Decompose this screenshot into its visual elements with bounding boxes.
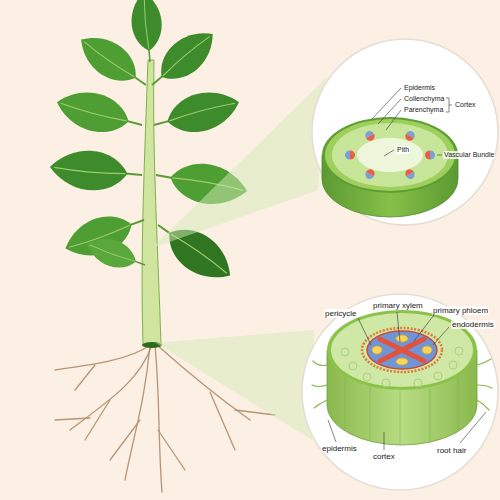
part-label: Pith: [396, 146, 410, 154]
leader-lines: [328, 88, 486, 450]
part-label: pericycle: [324, 309, 358, 318]
root: [85, 400, 110, 440]
root: [55, 418, 90, 420]
leader-line: [358, 318, 371, 345]
zoom-cone: [152, 78, 326, 248]
callout-circle: [312, 39, 498, 225]
part-label: primary xylem: [372, 301, 424, 310]
root: [110, 420, 140, 460]
vascular-bundle: [364, 168, 377, 181]
part-label: Vascular Bundle: [443, 151, 495, 159]
vascular-bundle: [364, 129, 377, 142]
leader-line: [386, 110, 401, 130]
leader-line: [437, 155, 442, 156]
part-label: Epidermis: [403, 84, 436, 92]
leaf: [71, 26, 155, 99]
stem: [142, 60, 161, 345]
bracket: [446, 98, 452, 112]
part-label: cortex: [372, 452, 396, 461]
leaf: [83, 232, 150, 278]
leader-line: [328, 420, 336, 442]
part-label: primary phloem: [432, 306, 489, 315]
leader-line: [433, 327, 449, 345]
phloem: [372, 335, 432, 365]
vascular-bundle: [404, 129, 417, 142]
part-label: Parenchyma: [403, 106, 444, 114]
leaf: [52, 84, 147, 143]
vascular-bundle: [404, 168, 417, 181]
root: [55, 345, 150, 370]
root: [125, 345, 150, 480]
leader-line: [414, 315, 434, 341]
part-label: root hair: [436, 446, 467, 455]
root: [158, 430, 185, 470]
leader-line: [397, 312, 400, 342]
leaf: [141, 21, 223, 98]
leader-line: [460, 412, 486, 443]
epidermis-layer: [322, 117, 458, 193]
root-section: [312, 310, 492, 445]
vascular-bundle: [425, 151, 435, 160]
root: [210, 392, 235, 450]
stem-section: [322, 117, 458, 217]
part-label: endodermis: [451, 320, 495, 329]
collenchyma-layer: [325, 119, 455, 191]
part-label: epidermis: [321, 444, 358, 453]
leaf: [48, 147, 143, 194]
zoom-cone: [156, 330, 314, 440]
vascular-bundle: [345, 151, 355, 160]
leader-line: [384, 432, 385, 450]
leaf: [129, 0, 165, 63]
pericycle-ring: [367, 331, 437, 369]
parenchyma-layer: [332, 123, 448, 187]
root: [70, 345, 152, 430]
callout-circle: [302, 294, 498, 490]
leader-line: [378, 99, 401, 124]
part-label: Collenchyma: [403, 95, 445, 103]
root: [75, 365, 95, 390]
pith-region: [357, 138, 423, 172]
root: [155, 345, 162, 492]
part-label: Cortex: [454, 101, 477, 109]
leaf: [149, 84, 244, 143]
leader-line: [384, 150, 394, 156]
endodermis-ring: [362, 328, 442, 372]
